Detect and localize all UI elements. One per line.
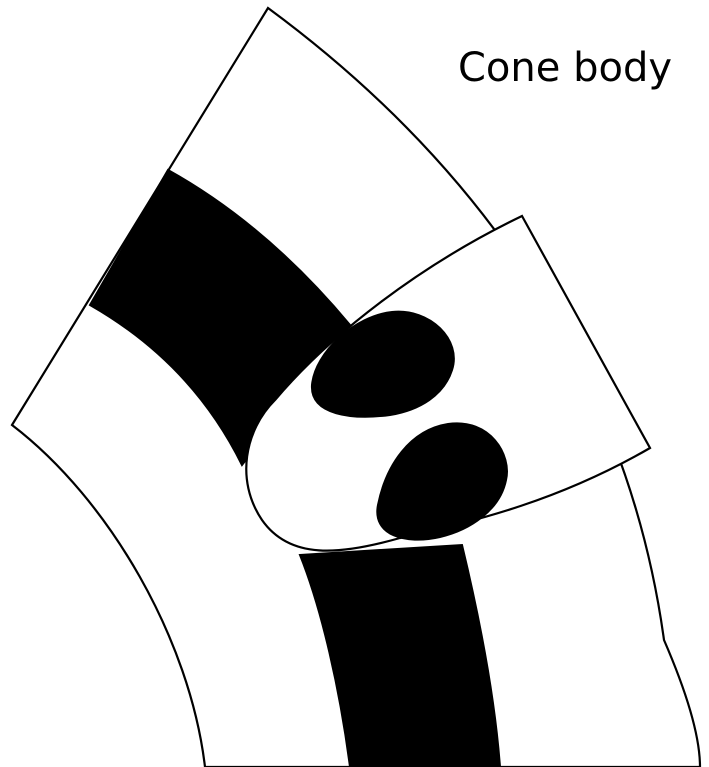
cone-body-label: Cone body: [458, 44, 672, 92]
